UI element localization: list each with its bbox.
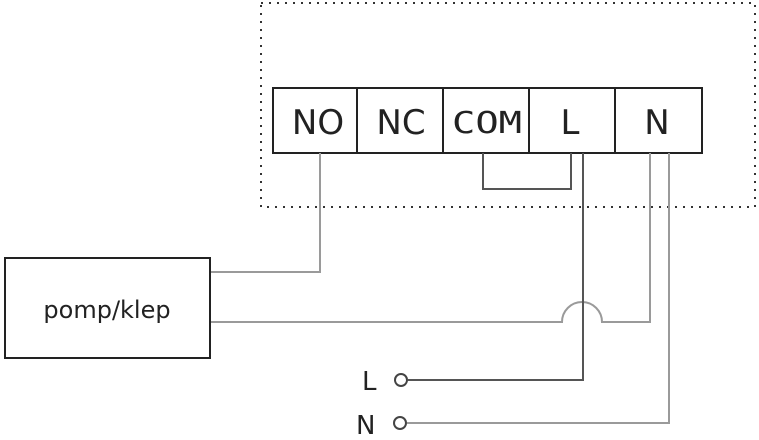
supply-l-terminal-icon bbox=[394, 373, 408, 387]
supply-n: N bbox=[356, 411, 407, 440]
terminal-com-label: COM bbox=[452, 106, 522, 141]
terminal-n-label: N bbox=[644, 103, 669, 143]
n-supply-wire bbox=[407, 153, 670, 424]
terminal-block: NO NC COM L N bbox=[272, 87, 703, 154]
supply-l: L bbox=[362, 367, 408, 397]
no-to-device-wire bbox=[210, 153, 321, 273]
l-supply-wire bbox=[408, 153, 584, 381]
terminal-l-label: L bbox=[561, 103, 580, 143]
controller-enclosure bbox=[260, 2, 756, 208]
terminal-no-label: NO bbox=[292, 103, 344, 143]
terminal-no-box bbox=[272, 87, 358, 154]
supply-n-terminal-icon bbox=[393, 416, 407, 430]
terminal-nc-label: NC bbox=[376, 103, 425, 143]
supply-l-label: L bbox=[362, 367, 377, 397]
device-label: pomp/klep bbox=[43, 296, 170, 324]
supply-n-label: N bbox=[356, 411, 375, 440]
pump-valve-device: pomp/klep bbox=[4, 257, 211, 359]
terminal-nc-box bbox=[356, 87, 444, 154]
device-box bbox=[4, 257, 211, 359]
com-l-bridge-wire bbox=[482, 153, 572, 190]
terminal-n-box bbox=[614, 87, 703, 154]
